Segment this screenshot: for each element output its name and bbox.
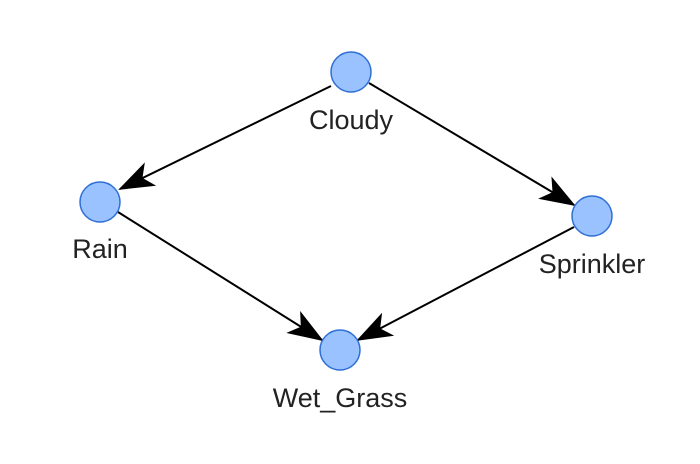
label-wet-grass: Wet_Grass [273,383,408,413]
label-cloudy: Cloudy [309,105,394,135]
edge-cloudy-sprinkler [368,82,576,207]
node-cloudy[interactable] [330,51,372,93]
node-wet-grass[interactable] [319,329,361,371]
label-rain: Rain [72,234,128,264]
label-sprinkler: Sprinkler [539,249,646,279]
edge-rain-wet-grass [117,211,324,342]
node-sprinkler[interactable] [571,195,613,237]
edge-sprinkler-wet-grass [356,226,575,341]
edge-cloudy-rain [118,85,332,190]
node-rain[interactable] [79,181,121,223]
